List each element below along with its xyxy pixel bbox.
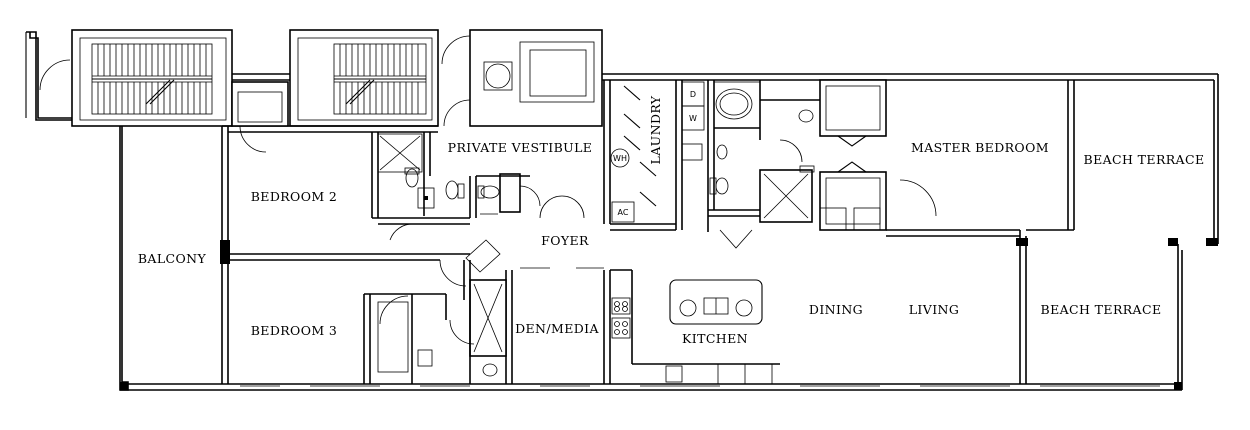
washer-label: W [689,114,697,123]
room-label-bedroom-2: BEDROOM 2 [251,189,338,204]
room-label-bedroom-3: BEDROOM 3 [251,323,338,338]
room-label-beach-terrace-upper: BEACH TERRACE [1084,152,1205,167]
ac-label: AC [618,208,629,217]
room-label-balcony: BALCONY [138,251,207,266]
room-label-foyer: FOYER [541,233,589,248]
room-label-den-media: DEN/MEDIA [515,321,599,336]
stair-1 [91,43,213,115]
interior-walls [220,79,1075,385]
room-label-laundry: LAUNDRY [648,95,663,164]
room-label-private-vestibule: PRIVATE VESTIBULE [448,140,593,155]
room-labels: PRIVATE VESTIBULE LAUNDRY MASTER BEDROOM… [138,95,1205,346]
water-heater-label: WH [613,154,627,163]
room-label-dining: DINING [809,302,863,317]
room-label-beach-terrace-lower: BEACH TERRACE [1041,302,1162,317]
room-label-living: LIVING [909,302,960,317]
dryer-label: D [690,90,696,99]
stair-2 [333,43,427,115]
room-label-master-bedroom: MASTER BEDROOM [911,140,1049,155]
fixture-labels: WH AC D W [613,90,697,217]
room-label-kitchen: KITCHEN [682,331,748,346]
